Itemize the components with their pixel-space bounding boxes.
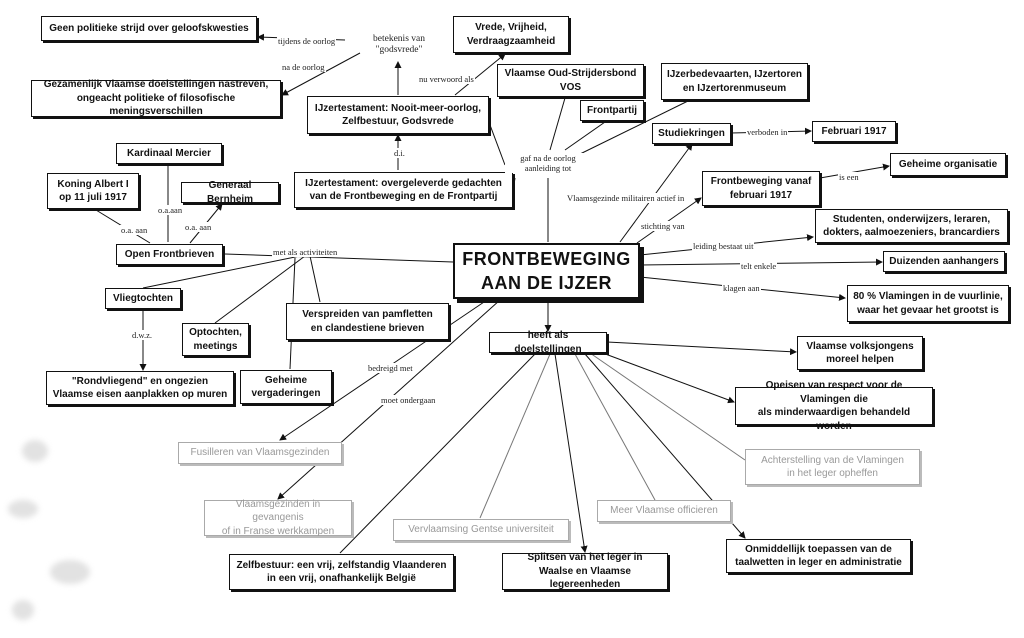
node-vrede: Vrede, Vrijheid, Verdraagzaamheid [453, 16, 569, 53]
label-stichting: stichting van [640, 221, 686, 232]
node-geen-strijd: Geen politieke strijd over geloofskwesti… [41, 16, 257, 41]
node-doelstellingen: heeft als doelstellingen [489, 330, 607, 355]
label-leiding: leiding bestaat uit [692, 241, 755, 252]
scan-smudge [12, 600, 34, 620]
node-februari-1917: Februari 1917 [812, 121, 896, 142]
central-node: FRONTBEWEGING AAN DE IJZER [453, 243, 640, 299]
connector-line [309, 255, 321, 303]
node-splitsen: Splitsen van het leger in Waalse en Vlaa… [502, 552, 668, 590]
label-klagen: klagen aan [722, 283, 761, 294]
connector-line [214, 255, 306, 324]
node-vos: Vlaamse Oud-Strijdersbond VOS [497, 64, 644, 97]
node-ijzertestament-nooit-meer-oorlog: IJzertestament: Nooit-meer-oorlog, Zelfb… [307, 96, 489, 134]
connector-line [564, 121, 606, 151]
node-frontpartij: Frontpartij [580, 100, 644, 121]
connector-line [589, 352, 746, 461]
node-ijzertestament-overgeleverd: IJzertestament: overgeleverde gedachten … [294, 172, 513, 208]
connector-line [142, 255, 301, 289]
connector-line [489, 124, 506, 166]
node-optochten: Optochten, meetings [182, 323, 249, 356]
label-oa-aan-3: o.a. aan [184, 222, 213, 233]
connector-line [339, 353, 536, 554]
connector-line [479, 353, 551, 519]
node-achterstelling: Achterstelling van de Vlamingen in het l… [745, 449, 920, 485]
label-gaf-na: gaf na de oorlog aanleiding tot [505, 153, 591, 174]
node-taalwetten: Onmiddellijk toepassen van de taalwetten… [726, 539, 911, 573]
scan-smudge [8, 500, 38, 518]
node-80-procent: 80 % Vlamingen in de vuurlinie, waar het… [847, 285, 1009, 322]
node-betekenis: betekenis van "godsvrede" [362, 34, 436, 57]
node-vliegtochten: Vliegtochten [105, 288, 181, 309]
node-geheime-organisatie: Geheime organisatie [890, 153, 1006, 176]
label-moet: moet ondergaan [380, 395, 437, 406]
node-ijzerbedevaarten: IJzerbedevaarten, IJzertoren en IJzertor… [661, 63, 808, 100]
label-tijdens: tijdens de oorlog [277, 36, 337, 47]
label-oa-aan-1: o.a.aan [157, 205, 184, 216]
connector-line [574, 353, 656, 501]
node-zelfbestuur: Zelfbestuur: een vrij, zelfstandig Vlaan… [229, 554, 454, 590]
node-frontbeweging-vanaf: Frontbeweging vanaf februari 1917 [702, 171, 820, 206]
node-studiekringen: Studiekringen [652, 123, 731, 144]
connector-line [577, 99, 691, 156]
connector-line [224, 253, 454, 263]
node-open-frontbrieven: Open Frontbrieven [116, 244, 223, 265]
node-studenten: Studenten, onderwijzers, leraren, dokter… [815, 209, 1008, 243]
label-is-een: is een [838, 172, 860, 183]
connector-line [454, 53, 506, 96]
connector-line [554, 353, 588, 553]
connector-line [599, 351, 735, 404]
scan-smudge [22, 440, 48, 462]
node-opeisen: Opeisen van respect voor de Vlamingen di… [735, 380, 933, 432]
node-vervlaamsing: Vervlaamsing Gentse universiteit [393, 519, 569, 541]
node-geheime-vergaderingen: Geheime vergaderingen [240, 370, 332, 404]
label-telt: telt enkele [740, 261, 778, 272]
node-fusilleren: Fusilleren van Vlaamsgezinden [178, 442, 342, 464]
label-bedreigd: bedreigd met [367, 363, 414, 374]
connector-line [281, 52, 361, 96]
label-met-activiteiten: met als activiteiten [272, 247, 339, 258]
connector-line [549, 97, 566, 151]
connector-line [606, 341, 797, 356]
node-generaal-bernheim: Generaal Bernheim [181, 180, 279, 205]
node-gevangenis: Vlaamsgezinden in gevangenis of in Frans… [204, 499, 352, 537]
label-verboden: verboden in [746, 127, 789, 138]
node-meer-officieren: Meer Vlaamse officieren [597, 500, 731, 522]
node-volksjongens: Vlaamse volksjongens moreel helpen [797, 336, 923, 370]
label-na-oorlog: na de oorlog [281, 62, 326, 73]
node-koning-albert: Koning Albert I op 11 juli 1917 [47, 173, 139, 209]
node-verspreiden: Verspreiden van pamfletten en clandestie… [286, 303, 449, 340]
label-oa-aan-2: o.a. aan [120, 225, 149, 236]
label-dwz: d.w.z. [131, 330, 153, 341]
node-gezamenlijk: Gezamenlijk Vlaamse doelstellingen nastr… [31, 79, 281, 117]
label-di: d.i. [393, 148, 406, 159]
label-vlaamsgezinde: Vlaamsgezinde militairen actief in [566, 193, 686, 204]
scan-smudge [50, 560, 90, 584]
node-kardinaal-mercier: Kardinaal Mercier [116, 143, 222, 164]
connector-line [636, 197, 702, 244]
node-duizenden-aanhangers: Duizenden aanhangers [883, 251, 1005, 272]
label-nu-verwoord: nu verwoord als [418, 74, 475, 85]
node-rondvliegend: "Rondvliegend" en ongezien Vlaamse eisen… [46, 371, 234, 405]
